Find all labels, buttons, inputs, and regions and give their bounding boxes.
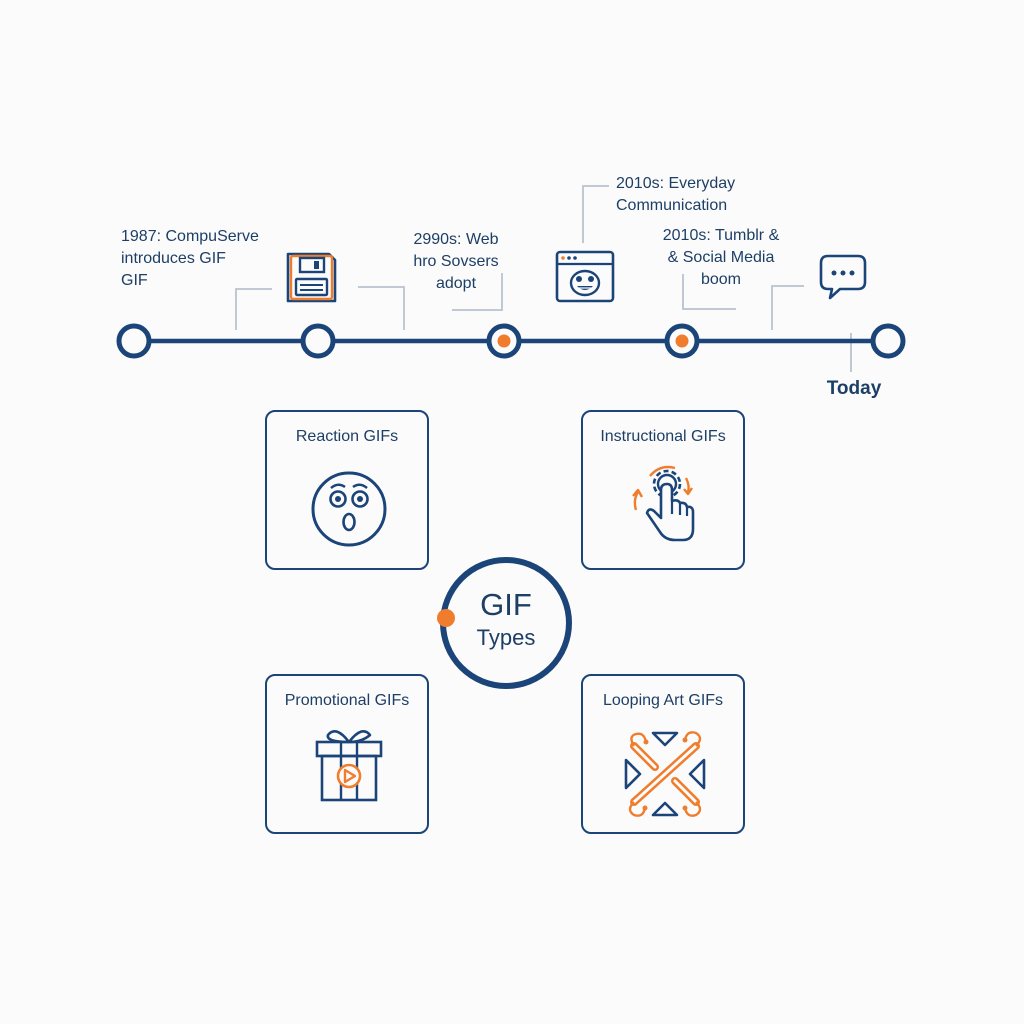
speech-bubble-icon	[819, 254, 867, 300]
timeline-label-today: Today	[826, 378, 882, 399]
timeline-node	[116, 323, 152, 359]
gift-play-icon	[315, 730, 383, 802]
floppy-disk-icon	[286, 252, 337, 303]
timeline-node-dot	[675, 334, 689, 348]
timeline-label-2010s-social: 2010s: Tumblr & & Social Media boom	[662, 227, 780, 288]
timeline-node	[870, 323, 906, 359]
looping-art-icon	[624, 731, 706, 817]
gif-types-hub	[440, 557, 572, 689]
timeline-label-2010s-communication: 2010s: Everyday Communication	[616, 175, 736, 214]
timeline-label-1987: 1987: CompuServe introduces GIF GIF	[121, 228, 259, 289]
card-title: Reaction GIFs	[295, 428, 399, 445]
timeline-label-1990s: 2990s: Web hro Sovsers adopt	[413, 231, 499, 292]
timeline-nodes	[116, 323, 906, 359]
hub-subtitle: Types	[476, 625, 536, 650]
timeline	[116, 185, 906, 372]
browser-face-icon	[555, 250, 615, 303]
surprised-face-icon	[311, 471, 387, 547]
timeline-node	[300, 323, 336, 359]
card-instructional-gifs: Instructional GIFs	[581, 410, 745, 570]
hub-title: GIF	[480, 587, 532, 622]
hub-accent-dot	[437, 609, 455, 627]
card-promotional-gifs: Promotional GIFs	[265, 674, 429, 834]
card-looping-art-gifs: Looping Art GIFs	[581, 674, 745, 834]
timeline-node-dot	[497, 334, 511, 348]
card-title: Instructional GIFs	[600, 428, 726, 445]
timeline-connectors	[235, 185, 852, 372]
card-title: Looping Art GIFs	[602, 692, 724, 709]
hand-gear-icon	[632, 465, 695, 542]
card-reaction-gifs: Reaction GIFs	[265, 410, 429, 570]
card-title: Promotional GIFs	[284, 692, 410, 709]
